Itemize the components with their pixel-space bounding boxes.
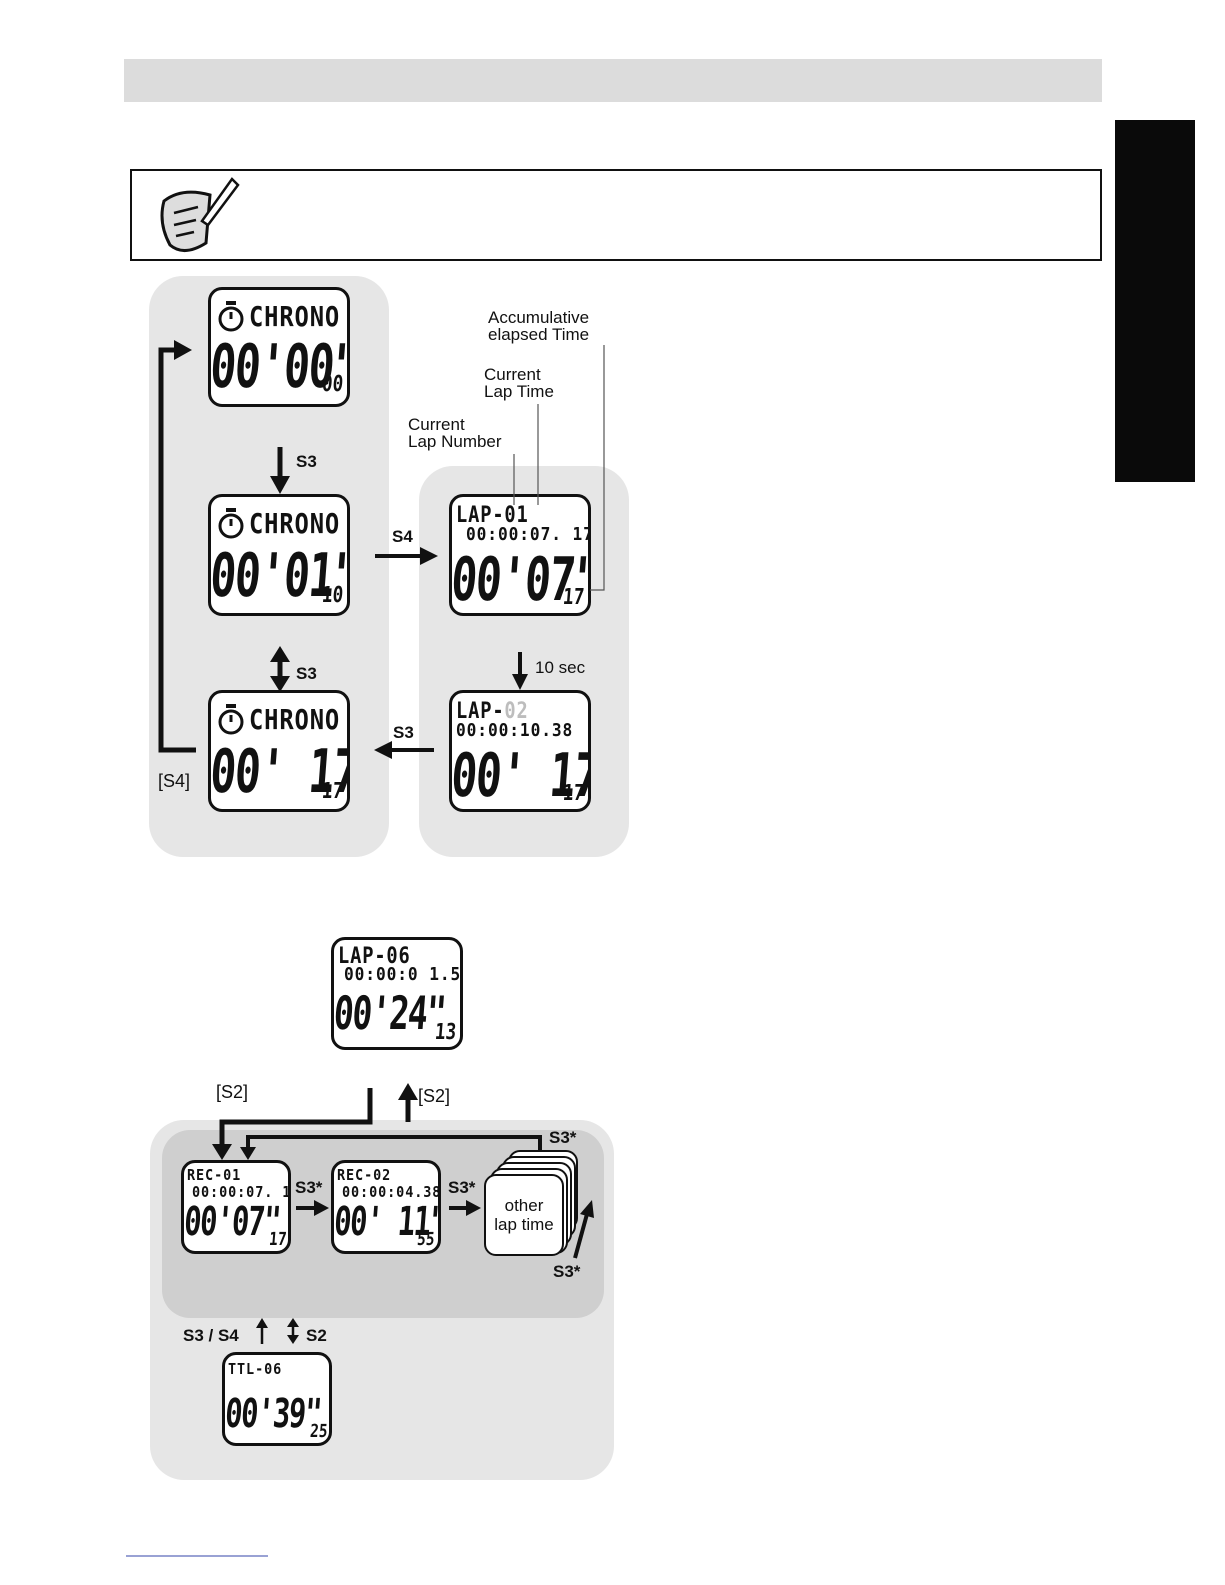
lcd-hundredths: 00	[320, 372, 345, 397]
arrow-s2-exit	[398, 1083, 418, 1122]
lcd-rec-02: REC-02 00:00:04.38 00' 11" 55	[331, 1160, 441, 1254]
lcd-lap-time: 00:00:07. 17	[466, 524, 591, 545]
lcd-lap-number: LAP-06	[338, 944, 411, 969]
lcd-ttl-06: TTL-06 00'39" 25	[222, 1352, 332, 1446]
lcd-record-number: REC-02	[337, 1166, 392, 1184]
stopwatch-icon	[218, 508, 244, 539]
lcd-lap-02: LAP-02 00:00:10.38 00' 17" 17	[449, 690, 591, 812]
language-side-tab	[1115, 120, 1195, 482]
key-s3-next-b: S3*	[448, 1178, 476, 1197]
lcd-hundredths: 25	[309, 1421, 329, 1442]
lcd-record-lap-time: 00:00:07. 17	[192, 1183, 291, 1201]
lcd-hundredths: 17	[268, 1229, 288, 1250]
key-s4-reset: [S4]	[158, 771, 191, 791]
lcd-lap-01: LAP-01 00:00:07. 17 00'07" 17	[449, 494, 591, 616]
lcd-chrono-stop: CHRONO 00' 17" 17	[208, 690, 350, 812]
lcd-mode-label: CHRONO	[249, 507, 341, 540]
stopwatch-icon	[218, 704, 244, 735]
lcd-main-time: 00'39"	[223, 1391, 323, 1437]
note-box	[130, 169, 1102, 261]
key-s2-enter: [S2]	[216, 1082, 249, 1102]
lcd-hundredths: 17	[561, 585, 586, 610]
key-s3-return: S3	[393, 723, 414, 742]
key-s2-exit: [S2]	[418, 1086, 451, 1106]
note-pencil-icon	[160, 177, 240, 252]
lcd-record-lap-time: 00:00:04.38	[342, 1183, 441, 1201]
key-s3-toggle: S3	[296, 664, 317, 683]
lcd-lap-number-blink: 02	[504, 699, 529, 724]
lcd-lap-number: LAP-02	[456, 699, 529, 724]
lcd-chrono-start: CHRONO 00'00" 00	[208, 287, 350, 407]
key-s4-lap: S4	[392, 527, 413, 546]
key-s2-total: S2	[306, 1326, 327, 1345]
stopwatch-icon	[218, 301, 244, 332]
lcd-lap-number: LAP-01	[456, 503, 529, 528]
label-ten-sec: 10 sec	[535, 658, 586, 677]
lcd-rec-01: REC-01 00:00:07. 17 00'07" 17	[181, 1160, 291, 1254]
key-s3-next-a: S3*	[295, 1178, 323, 1197]
lcd-record-number: REC-01	[187, 1166, 242, 1184]
lcd-hundredths: 55	[416, 1229, 436, 1250]
key-s3-wrap-bottom: S3*	[553, 1262, 581, 1281]
lcd-lap-06: LAP-06 00:00:0 1.56 00'24" 13	[331, 937, 463, 1050]
key-s3-start: S3	[296, 452, 317, 471]
lcd-hundredths: 13	[433, 1020, 458, 1045]
lcd-lap-time: 00:00:10.38	[456, 720, 574, 741]
lcd-total-label: TTL-06	[228, 1360, 283, 1378]
lcd-mode-label: CHRONO	[249, 703, 341, 736]
lcd-hundredths: 17	[561, 781, 586, 806]
lcd-lap-time: 00:00:0 1.56	[344, 964, 463, 985]
lcd-mode-label: CHRONO	[249, 300, 341, 333]
key-s3-s4: S3 / S4	[183, 1326, 239, 1345]
lcd-chrono-run: CHRONO 00'01" 10	[208, 494, 350, 616]
lcd-main-time: 00'07"	[182, 1199, 282, 1245]
section-header-bar	[124, 59, 1102, 102]
lcd-hundredths: 17	[320, 779, 345, 804]
lcd-main-time: 00'24"	[331, 986, 448, 1040]
key-s3-wrap: S3*	[549, 1128, 577, 1147]
lcd-hundredths: 10	[320, 583, 345, 608]
